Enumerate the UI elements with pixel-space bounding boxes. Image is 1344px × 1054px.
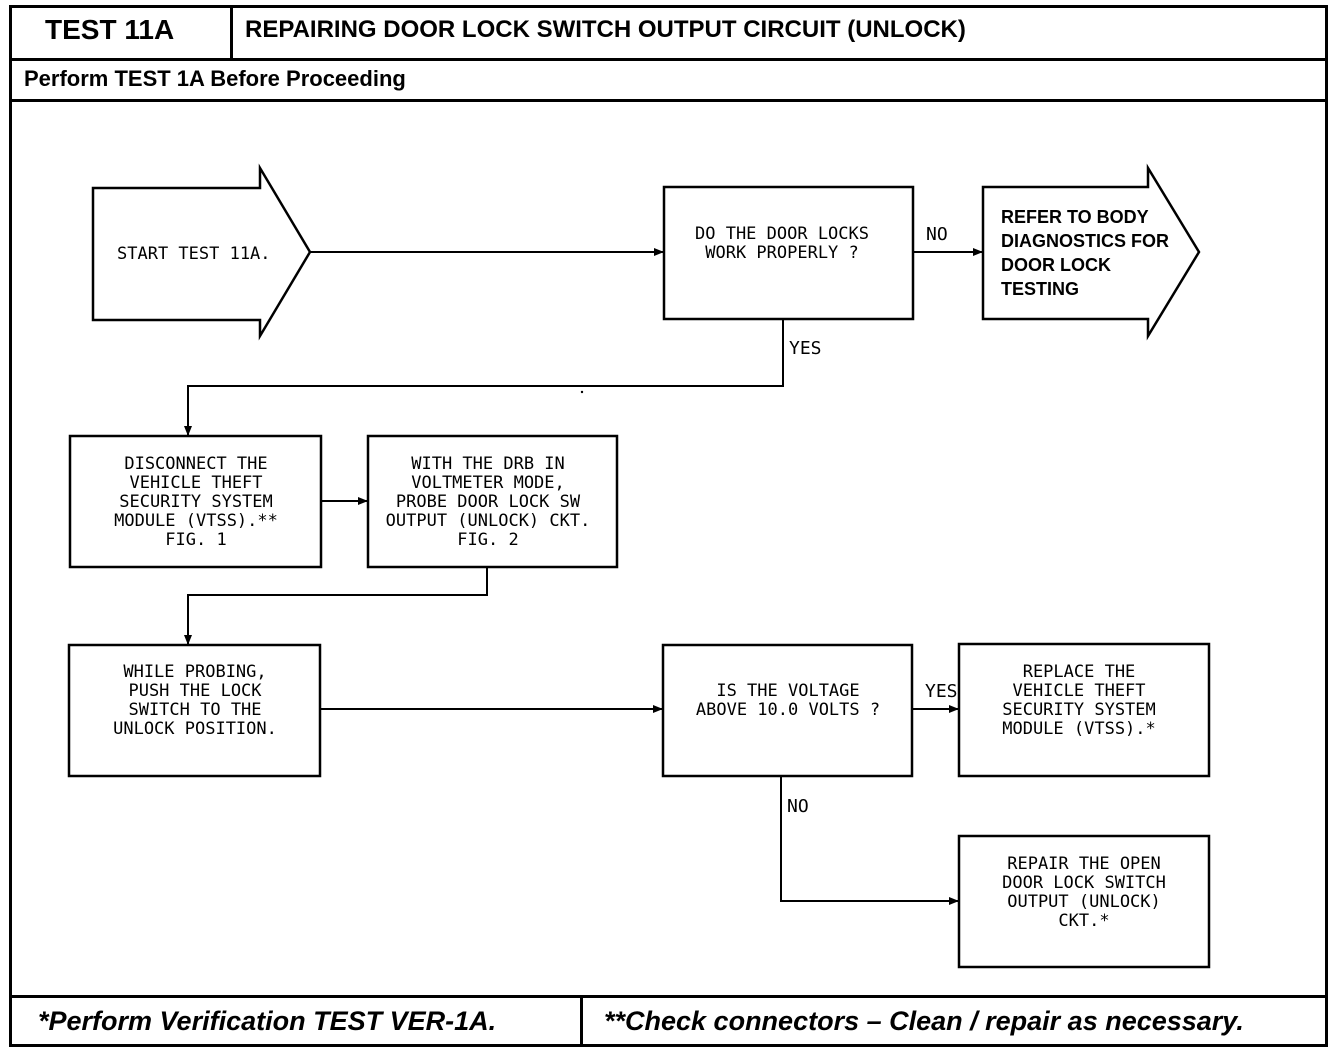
text-repair-line: REPAIR THE OPEN — [1007, 854, 1161, 874]
text-repair-line: DOOR LOCK SWITCH — [1002, 873, 1166, 893]
test-id: TEST 11A — [45, 14, 175, 45]
box-replace — [957, 642, 1211, 778]
header-divider-2 — [9, 99, 1328, 102]
box-probe — [366, 434, 619, 569]
outer-frame — [9, 5, 1328, 1047]
text-disconnect-line: MODULE (VTSS).** — [114, 511, 278, 531]
text-refer-body: REFER TO BODY DIAGNOSTICS FOR DOOR LOCK TES… — [1001, 207, 1169, 299]
text-replace-line: VEHICLE THEFT — [1012, 681, 1145, 701]
footer-vertical-divider — [580, 995, 583, 1047]
label-yes-voltage: YES — [925, 681, 958, 702]
text-push-switch-line: UNLOCK POSITION. — [113, 719, 277, 739]
text-refer-body-line: DIAGNOSTICS FOR — [1001, 231, 1169, 251]
text-refer-body-line: REFER TO BODY — [1001, 207, 1149, 227]
text-repair-line: OUTPUT (UNLOCK) — [1007, 892, 1161, 912]
box-door-locks-question — [662, 185, 915, 321]
text-probe-line: OUTPUT (UNLOCK) CKT. — [386, 511, 591, 531]
text-disconnect-line: VEHICLE THEFT — [129, 473, 262, 493]
start-test-text: START TEST 11A. — [117, 244, 271, 264]
header-divider-1 — [9, 58, 1328, 61]
box-repair — [957, 834, 1211, 969]
text-push-switch-line: WHILE PROBING, — [123, 662, 266, 682]
box-disconnect — [68, 434, 323, 569]
box-voltage-question — [661, 643, 914, 778]
text-refer-body-line: TESTING — [1001, 279, 1079, 299]
label-yes-door-locks: YES — [789, 338, 822, 359]
text-replace-line: MODULE (VTSS).* — [1002, 719, 1156, 739]
text-voltage-question-line: ABOVE 10.0 VOLTS ? — [696, 700, 880, 720]
text-door-locks-question-line: WORK PROPERLY ? — [705, 243, 859, 263]
connector-probe-to-push — [184, 567, 488, 645]
text-push-switch-line: PUSH THE LOCK — [128, 681, 262, 701]
text-refer-body-line: DOOR LOCK — [1001, 255, 1111, 275]
footer-note-verification: *Perform Verification TEST VER-1A. — [38, 1006, 497, 1036]
header-vertical-divider — [230, 5, 233, 60]
footer-divider — [9, 995, 1328, 998]
label-no-door-locks: NO — [926, 224, 948, 245]
text-replace-line: SECURITY SYSTEM — [1002, 700, 1156, 720]
text-repair-line: CKT.* — [1058, 911, 1109, 931]
refer-arrow-shape — [981, 163, 1201, 341]
text-disconnect-line: FIG. 1 — [165, 530, 226, 550]
text-probe-line: VOLTMETER MODE, — [411, 473, 565, 493]
text-disconnect-line: DISCONNECT THE — [124, 454, 267, 474]
text-door-locks-question-line: DO THE DOOR LOCKS — [695, 224, 869, 244]
text-voltage-question-line: IS THE VOLTAGE — [716, 681, 859, 701]
box-push-switch — [67, 643, 322, 778]
text-probe-line: FIG. 2 — [457, 530, 518, 550]
page-title: REPAIRING DOOR LOCK SWITCH OUTPUT CIRCUI… — [245, 16, 966, 43]
text-push-switch-line: SWITCH TO THE — [128, 700, 261, 720]
text-probe-line: WITH THE DRB IN — [411, 454, 565, 474]
connector-yes-to-disconnect — [184, 319, 784, 436]
text-replace-line: REPLACE THE — [1023, 662, 1136, 682]
label-no-voltage: NO — [787, 796, 809, 817]
stray-dot — [580, 390, 584, 394]
footer-note-connectors: **Check connectors – Clean / repair as n… — [604, 1006, 1244, 1036]
connector-no-to-repair — [780, 776, 959, 905]
prerequisite-note: Perform TEST 1A Before Proceeding — [24, 66, 406, 91]
start-arrow-shape — [91, 163, 312, 341]
text-probe-line: PROBE DOOR LOCK SW — [396, 492, 581, 512]
text-disconnect-line: SECURITY SYSTEM — [119, 492, 273, 512]
